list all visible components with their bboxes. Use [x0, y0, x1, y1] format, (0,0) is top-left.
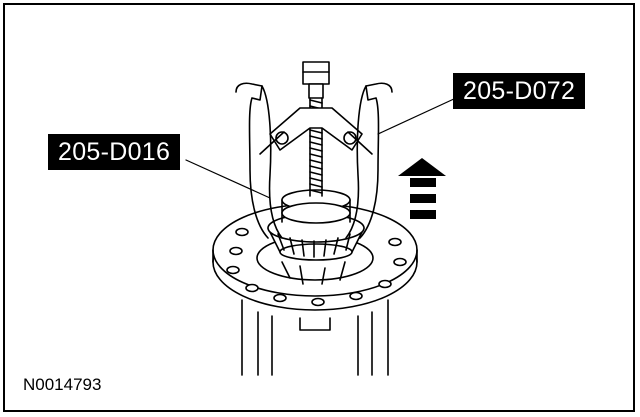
leader-d016: [185, 159, 271, 199]
callout-leaders: [185, 97, 457, 199]
bearing: [267, 189, 365, 261]
differential-housing: [241, 299, 389, 376]
up-arrow-icon: [398, 158, 446, 219]
puller-yoke: [259, 107, 373, 155]
leader-d072: [377, 97, 457, 135]
figure-id: N0014793: [23, 375, 102, 394]
puller-jaws: [235, 82, 393, 239]
label-205-d016: 205-D016: [48, 134, 181, 170]
label-205-d072: 205-D072: [453, 73, 586, 109]
